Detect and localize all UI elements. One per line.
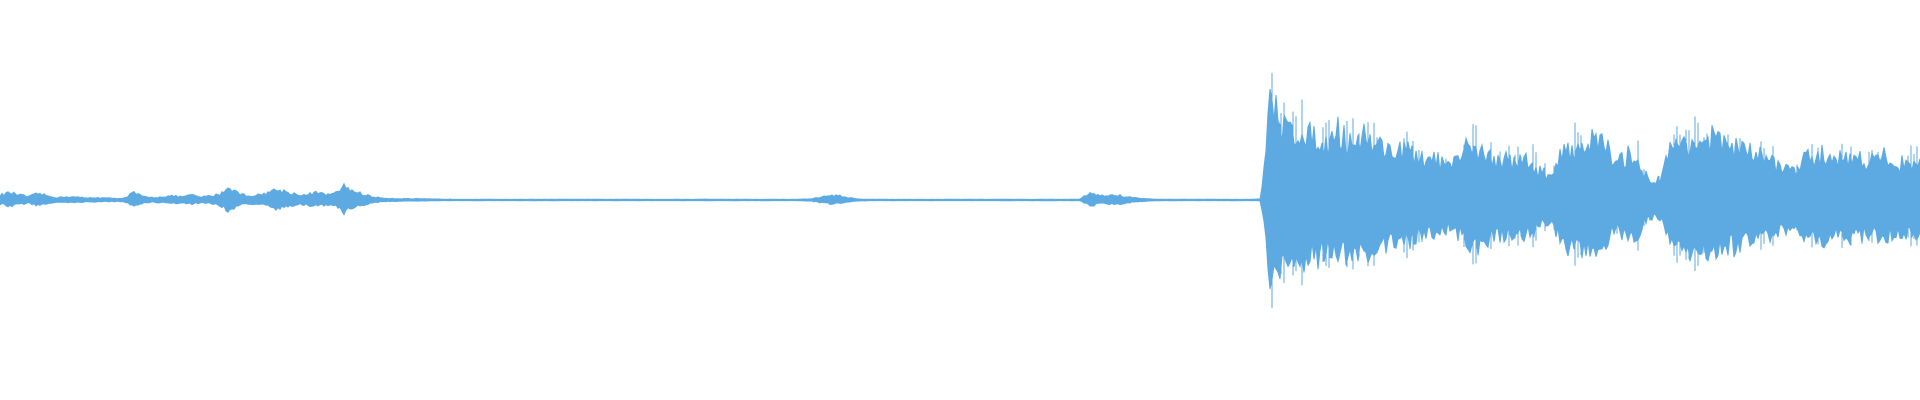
waveform-transients <box>1271 72 1918 309</box>
waveform-envelope <box>0 88 1920 290</box>
